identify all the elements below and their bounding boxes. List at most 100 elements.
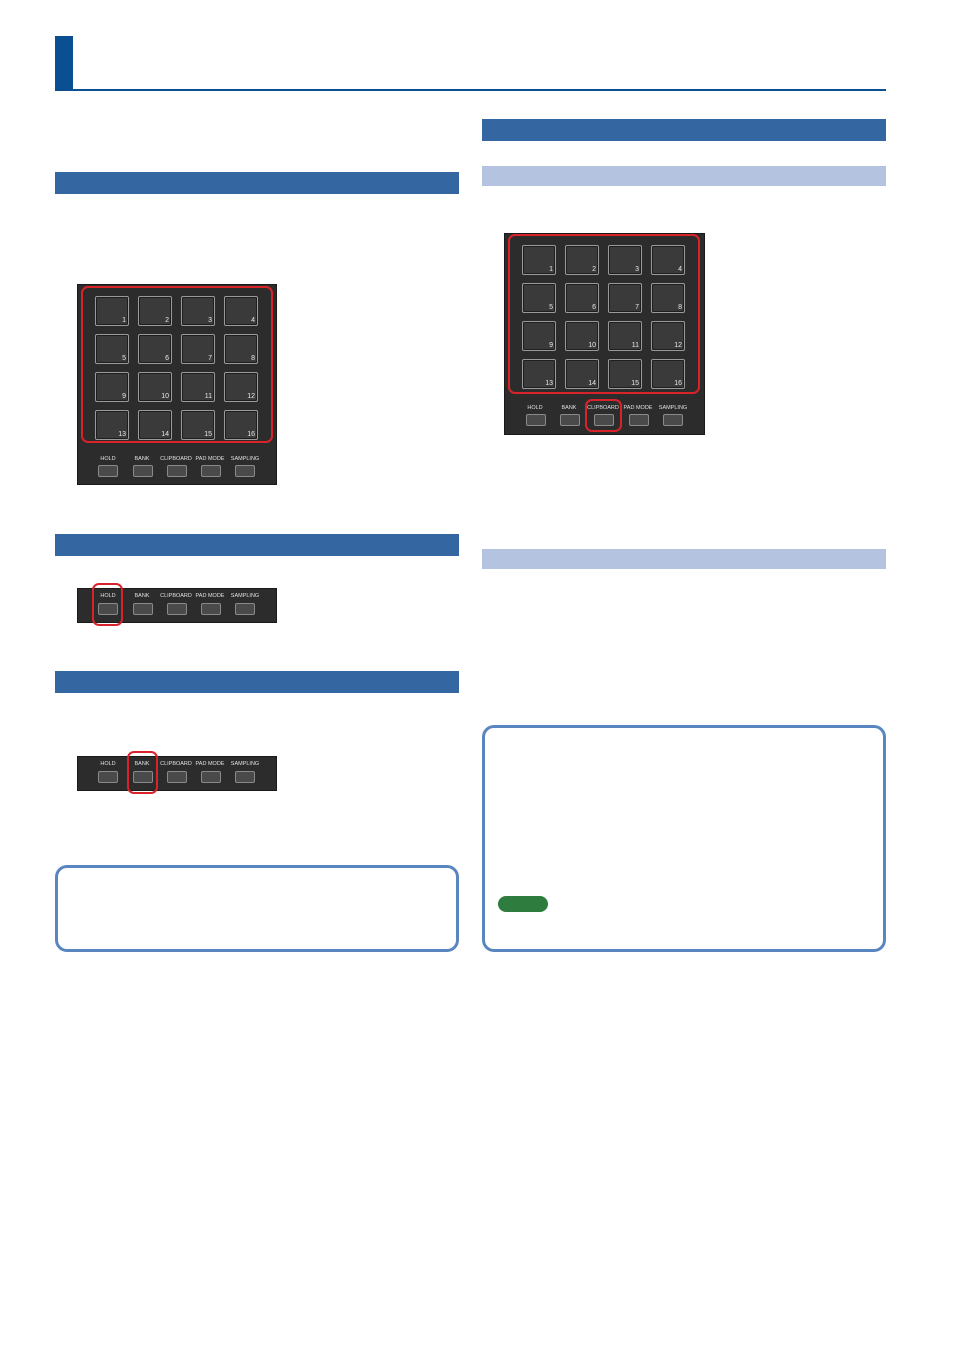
pad-4[interactable]: 4 bbox=[651, 245, 685, 275]
pad-14[interactable]: 14 bbox=[565, 359, 599, 389]
pad-10[interactable]: 10 bbox=[138, 372, 172, 402]
pad-number: 10 bbox=[588, 342, 596, 349]
pad-8[interactable]: 8 bbox=[224, 334, 258, 364]
pad-number: 6 bbox=[592, 304, 596, 311]
pad-number: 2 bbox=[592, 266, 596, 273]
pad-number: 5 bbox=[122, 355, 126, 362]
pad-13[interactable]: 13 bbox=[522, 359, 556, 389]
pad-3[interactable]: 3 bbox=[608, 245, 642, 275]
pad-number: 6 bbox=[165, 355, 169, 362]
pad-number: 4 bbox=[678, 266, 682, 273]
hold-highlight bbox=[92, 583, 123, 626]
pad-number: 14 bbox=[588, 380, 596, 387]
clipboard-label: CLIPBOARD bbox=[160, 761, 192, 767]
hold-button[interactable] bbox=[98, 771, 118, 783]
pad-number: 2 bbox=[165, 317, 169, 324]
pad-number: 9 bbox=[549, 342, 553, 349]
pad-number: 15 bbox=[631, 380, 639, 387]
pad-number: 13 bbox=[545, 380, 553, 387]
bank-highlight bbox=[127, 751, 158, 794]
pad-16[interactable]: 16 bbox=[224, 410, 258, 440]
pad-mode-button[interactable] bbox=[201, 771, 221, 783]
pad-15[interactable]: 15 bbox=[608, 359, 642, 389]
pads-highlight bbox=[508, 234, 700, 394]
pad-1[interactable]: 1 bbox=[522, 245, 556, 275]
pad-14[interactable]: 14 bbox=[138, 410, 172, 440]
hold-button[interactable] bbox=[98, 603, 118, 615]
pad-2[interactable]: 2 bbox=[138, 296, 172, 326]
pad-16[interactable]: 16 bbox=[651, 359, 685, 389]
pad-number: 10 bbox=[161, 393, 169, 400]
pad-7[interactable]: 7 bbox=[608, 283, 642, 313]
note-box-left bbox=[55, 865, 459, 952]
pad-number: 3 bbox=[208, 317, 212, 324]
subsection-bar-second bbox=[482, 549, 886, 569]
pad-12[interactable]: 12 bbox=[651, 321, 685, 351]
pad-mode-label: PAD MODE bbox=[195, 761, 225, 767]
pad-number: 7 bbox=[635, 304, 639, 311]
clipboard-label: CLIPBOARD bbox=[587, 405, 619, 411]
pad-number: 4 bbox=[251, 317, 255, 324]
chapter-rule bbox=[55, 89, 886, 91]
pad-2[interactable]: 2 bbox=[565, 245, 599, 275]
pad-mode-button[interactable] bbox=[201, 465, 221, 477]
hold-label: HOLD bbox=[100, 593, 116, 599]
pad-3[interactable]: 3 bbox=[181, 296, 215, 326]
pad-5[interactable]: 5 bbox=[95, 334, 129, 364]
pad-11[interactable]: 11 bbox=[608, 321, 642, 351]
pad-number: 1 bbox=[122, 317, 126, 324]
bank-button[interactable] bbox=[560, 414, 580, 426]
bank-label: BANK bbox=[134, 593, 150, 599]
bank-button[interactable] bbox=[133, 603, 153, 615]
bank-button[interactable] bbox=[133, 465, 153, 477]
bank-button[interactable] bbox=[133, 771, 153, 783]
pad-4[interactable]: 4 bbox=[224, 296, 258, 326]
clipboard-button[interactable] bbox=[594, 414, 614, 426]
pad-mode-label: PAD MODE bbox=[195, 593, 225, 599]
pads-highlight bbox=[81, 286, 273, 443]
section-bar-pads bbox=[55, 172, 459, 194]
pad-11[interactable]: 11 bbox=[181, 372, 215, 402]
pad-15[interactable]: 15 bbox=[181, 410, 215, 440]
pad-13[interactable]: 13 bbox=[95, 410, 129, 440]
note-box-right bbox=[482, 725, 886, 952]
pad-number: 11 bbox=[204, 393, 212, 400]
pad-9[interactable]: 9 bbox=[95, 372, 129, 402]
pad-7[interactable]: 7 bbox=[181, 334, 215, 364]
pad-1[interactable]: 1 bbox=[95, 296, 129, 326]
clipboard-button[interactable] bbox=[167, 465, 187, 477]
sampling-button[interactable] bbox=[235, 603, 255, 615]
pad-10[interactable]: 10 bbox=[565, 321, 599, 351]
pad-number: 12 bbox=[247, 393, 255, 400]
pad-8[interactable]: 8 bbox=[651, 283, 685, 313]
pad-12[interactable]: 12 bbox=[224, 372, 258, 402]
pad-9[interactable]: 9 bbox=[522, 321, 556, 351]
hold-label: HOLD bbox=[100, 456, 116, 462]
pad-5[interactable]: 5 bbox=[522, 283, 556, 313]
pad-mode-button[interactable] bbox=[629, 414, 649, 426]
clipboard-highlight bbox=[585, 399, 622, 432]
pad-number: 3 bbox=[635, 266, 639, 273]
hold-label: HOLD bbox=[100, 761, 116, 767]
pad-number: 8 bbox=[251, 355, 255, 362]
section-bar-right bbox=[482, 119, 886, 141]
hold-button[interactable] bbox=[98, 465, 118, 477]
pad-number: 15 bbox=[204, 431, 212, 438]
sampling-button[interactable] bbox=[235, 771, 255, 783]
clipboard-button[interactable] bbox=[167, 603, 187, 615]
sampling-button[interactable] bbox=[663, 414, 683, 426]
hold-label: HOLD bbox=[527, 405, 543, 411]
clipboard-button[interactable] bbox=[167, 771, 187, 783]
hold-button[interactable] bbox=[526, 414, 546, 426]
sampling-label: SAMPLING bbox=[230, 456, 260, 462]
pad-number: 8 bbox=[678, 304, 682, 311]
pad-6[interactable]: 6 bbox=[565, 283, 599, 313]
pad-mode-button[interactable] bbox=[201, 603, 221, 615]
sampling-button[interactable] bbox=[235, 465, 255, 477]
chapter-marker bbox=[55, 36, 73, 90]
pad-number: 1 bbox=[549, 266, 553, 273]
pad-6[interactable]: 6 bbox=[138, 334, 172, 364]
sampling-label: SAMPLING bbox=[230, 593, 260, 599]
pad-number: 16 bbox=[674, 380, 682, 387]
